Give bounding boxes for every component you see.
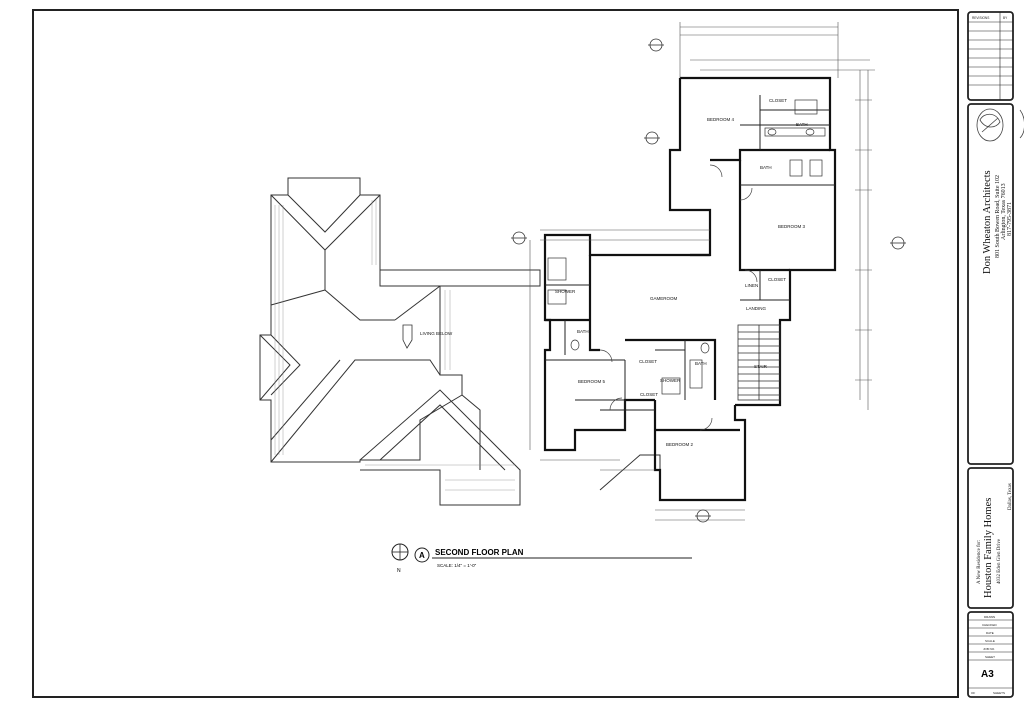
roof-hatch [274, 200, 515, 491]
room-label-bedroom3: BEDROOM 3 [778, 224, 806, 229]
field-checked: CHECKED [982, 623, 998, 627]
room-label-bedroom2: BEDROOM 2 [666, 442, 694, 447]
sheet-number: A3 [981, 669, 994, 680]
field-sheet: SHEET [985, 655, 995, 659]
drawing-scale: SCALE: 1/4" = 1'-0" [437, 563, 477, 568]
view-letter: A [419, 551, 425, 560]
roof-outline [259, 177, 661, 506]
architect-phone: 817-795-3871 [1007, 202, 1013, 236]
room-label-closet-b3: CLOSET [768, 277, 786, 282]
section-markers [511, 38, 906, 523]
room-label-bath-mid: BATH [760, 165, 772, 170]
room-label-gameroom: GAMEROOM [650, 296, 678, 301]
bath-fixtures [547, 99, 826, 395]
room-label-closet-top: CLOSET [769, 98, 787, 103]
dimension-lines [529, 22, 875, 521]
architect-name: Don Wheaton Architects [982, 170, 993, 274]
north-label: N [397, 568, 401, 574]
title-block [967, 11, 1014, 698]
architect-seal-logo [976, 108, 1024, 142]
room-label-landing: LANDING [746, 306, 767, 311]
room-label-bath-left: BATH [577, 329, 589, 334]
sheets-label: SHEETS [993, 691, 1005, 695]
room-label-bedroom5: BEDROOM 5 [578, 379, 606, 384]
of-label: OF [971, 691, 975, 695]
room-label-shower-left: SHOWER [555, 289, 576, 294]
drawing-border [32, 9, 959, 698]
architect-address-1: 801 South Bowen Road, Suite 102 [995, 175, 1001, 258]
project-prefix: A New Residence for: [977, 540, 982, 584]
room-label-living-below: LIVING BELOW [420, 331, 453, 336]
field-drawn: DRAWN [984, 615, 995, 619]
room-label-bath-right: BATH [695, 361, 707, 366]
drawing-title-block: N A SECOND FLOOR PLAN SCALE: 1/4" = 1'-0… [391, 543, 692, 574]
room-label-closet-b2: CLOSET [640, 392, 658, 397]
project-city: Dallas, Texas [1008, 483, 1013, 510]
door-swings [599, 164, 758, 431]
room-label-bedroom4: BEDROOM 4 [707, 117, 735, 122]
field-date: DATE [986, 631, 994, 635]
room-label-closet-b5: CLOSET [639, 359, 657, 364]
revisions-by: BY [1003, 16, 1008, 20]
drawing-title: SECOND FLOOR PLAN [435, 548, 524, 557]
stair-treads [737, 324, 781, 401]
room-label-stair: STAIR [754, 364, 768, 369]
room-label-shower-right: SHOWER [660, 378, 681, 383]
architect-address-2: Arlington, Texas 76013 [1001, 183, 1007, 240]
project-address: 4032 Eden Glen Drive [997, 538, 1002, 584]
living-below-arrow [402, 324, 413, 349]
field-job-no: JOB NO. [983, 647, 995, 651]
project-name: Houston Family Homes [983, 498, 994, 598]
field-scale: SCALE [985, 639, 995, 643]
view-marker-icon [414, 547, 430, 563]
room-label-bath-top: BATH [796, 122, 808, 127]
revisions-header: REVISIONS [972, 16, 989, 20]
room-label-linen: LINEN [745, 283, 758, 288]
floor-walls [543, 76, 837, 502]
